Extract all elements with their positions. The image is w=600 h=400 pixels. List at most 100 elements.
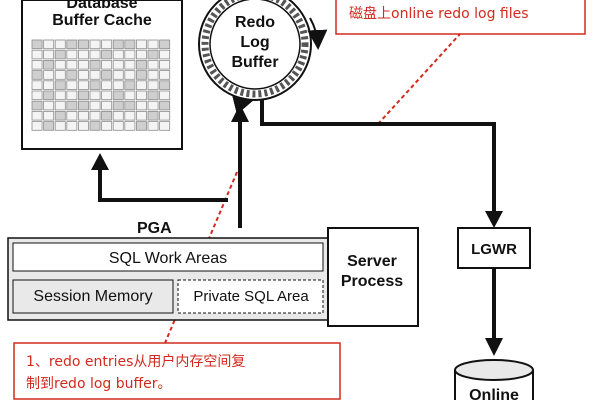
buffer-cell — [159, 60, 171, 70]
buffer-cell — [31, 70, 43, 80]
buffer-cell — [135, 111, 147, 121]
buffer-cell — [101, 70, 113, 80]
sql-work-areas-label: SQL Work Areas — [109, 250, 227, 267]
redo-ring-segments — [201, 0, 309, 98]
buffer-cell — [54, 39, 66, 50]
buffer-cell — [135, 100, 147, 111]
redo-rotation-arrow — [307, 17, 328, 50]
buffer-cell — [135, 60, 147, 70]
buffer-cell — [89, 100, 101, 111]
buffer-cell — [43, 111, 55, 121]
buffer-cell — [112, 60, 124, 70]
buffer-cell — [159, 80, 171, 90]
buffer-cell — [112, 111, 124, 121]
buffer-cell — [66, 111, 78, 121]
buffer-cell — [89, 70, 101, 80]
buffer-cell — [43, 49, 55, 60]
buffer-cell — [112, 121, 124, 131]
buffer-cell — [112, 80, 124, 90]
buffer-cell — [124, 60, 136, 70]
buffer-cell — [78, 80, 89, 90]
buffer-cell — [135, 70, 147, 80]
buffer-cell — [78, 70, 89, 80]
buffer-cell — [159, 70, 171, 80]
buffer-cell — [124, 121, 136, 131]
buffer-cell — [135, 121, 147, 131]
connector-lines — [91, 100, 503, 356]
buffer-cell — [89, 49, 101, 60]
buffer-cell — [66, 80, 78, 90]
buffer-cell — [54, 80, 66, 90]
buffer-cell — [31, 111, 43, 121]
buffer-cell — [159, 111, 171, 121]
buffer-cell — [159, 39, 171, 50]
server-process: Server Process — [327, 227, 419, 327]
buffer-cell — [43, 100, 55, 111]
redo-label-line2: Log — [240, 34, 269, 51]
buffer-cell — [147, 100, 159, 111]
server-process-line2: Process — [341, 273, 403, 290]
callout-bottom-line2: 制到redo log buffer。 — [26, 376, 172, 392]
buffer-cell — [89, 80, 101, 90]
buffer-cell — [147, 121, 159, 131]
buffer-cell — [66, 100, 78, 111]
buffer-cell — [112, 49, 124, 60]
buffer-cell — [101, 60, 113, 70]
buffer-cell — [43, 70, 55, 80]
buffer-cell — [147, 80, 159, 90]
buffer-cell — [147, 70, 159, 80]
buffer-cache-title-line2: Buffer Cache — [52, 12, 152, 29]
buffer-cell — [54, 111, 66, 121]
buffer-cell — [31, 80, 43, 90]
buffer-cell — [54, 121, 66, 131]
pga-block: SQL Work Areas Session Memory Private SQ… — [7, 237, 329, 321]
buffer-cell — [159, 90, 171, 101]
buffer-cell — [78, 90, 89, 101]
buffer-cache-title-line1: Database — [66, 0, 137, 12]
buffer-cell — [124, 80, 136, 90]
callout-online-redo-log-files: 磁盘上online redo log files — [335, 0, 586, 35]
session-memory-label: Session Memory — [33, 288, 152, 305]
buffer-cell — [147, 39, 159, 50]
buffer-cell — [135, 39, 147, 50]
buffer-cell — [78, 60, 89, 70]
buffer-cell — [147, 49, 159, 60]
buffer-cell — [78, 39, 89, 50]
server-process-line1: Server — [347, 253, 397, 270]
buffer-cell — [43, 60, 55, 70]
buffer-cell — [112, 90, 124, 101]
buffer-cell — [135, 90, 147, 101]
buffer-cell — [78, 111, 89, 121]
buffer-cell — [147, 111, 159, 121]
callout-pointer-top — [377, 33, 461, 125]
buffer-cell — [54, 100, 66, 111]
redo-label-line3: Buffer — [231, 54, 278, 71]
buffer-cell — [89, 90, 101, 101]
buffer-cell — [124, 90, 136, 101]
redo-label-line1: Redo — [235, 14, 275, 31]
buffer-cell — [66, 70, 78, 80]
buffer-cell — [101, 121, 113, 131]
buffer-cell — [124, 111, 136, 121]
buffer-cell — [31, 60, 43, 70]
buffer-cell — [101, 80, 113, 90]
buffer-cell — [112, 100, 124, 111]
buffer-cell — [54, 49, 66, 60]
buffer-cell — [124, 49, 136, 60]
buffer-cell — [31, 121, 43, 131]
callout-top-right-text: 磁盘上online redo log files — [349, 5, 529, 22]
buffer-cell — [89, 60, 101, 70]
buffer-cell — [135, 49, 147, 60]
buffer-cell — [54, 60, 66, 70]
buffer-cell — [89, 111, 101, 121]
buffer-cell — [101, 39, 113, 50]
buffer-cell — [66, 49, 78, 60]
buffer-cell — [43, 80, 55, 90]
buffer-cell — [66, 39, 78, 50]
buffer-cell — [159, 121, 171, 131]
buffer-cell — [101, 111, 113, 121]
buffer-cell — [135, 80, 147, 90]
buffer-cell — [124, 100, 136, 111]
buffer-cell — [43, 121, 55, 131]
